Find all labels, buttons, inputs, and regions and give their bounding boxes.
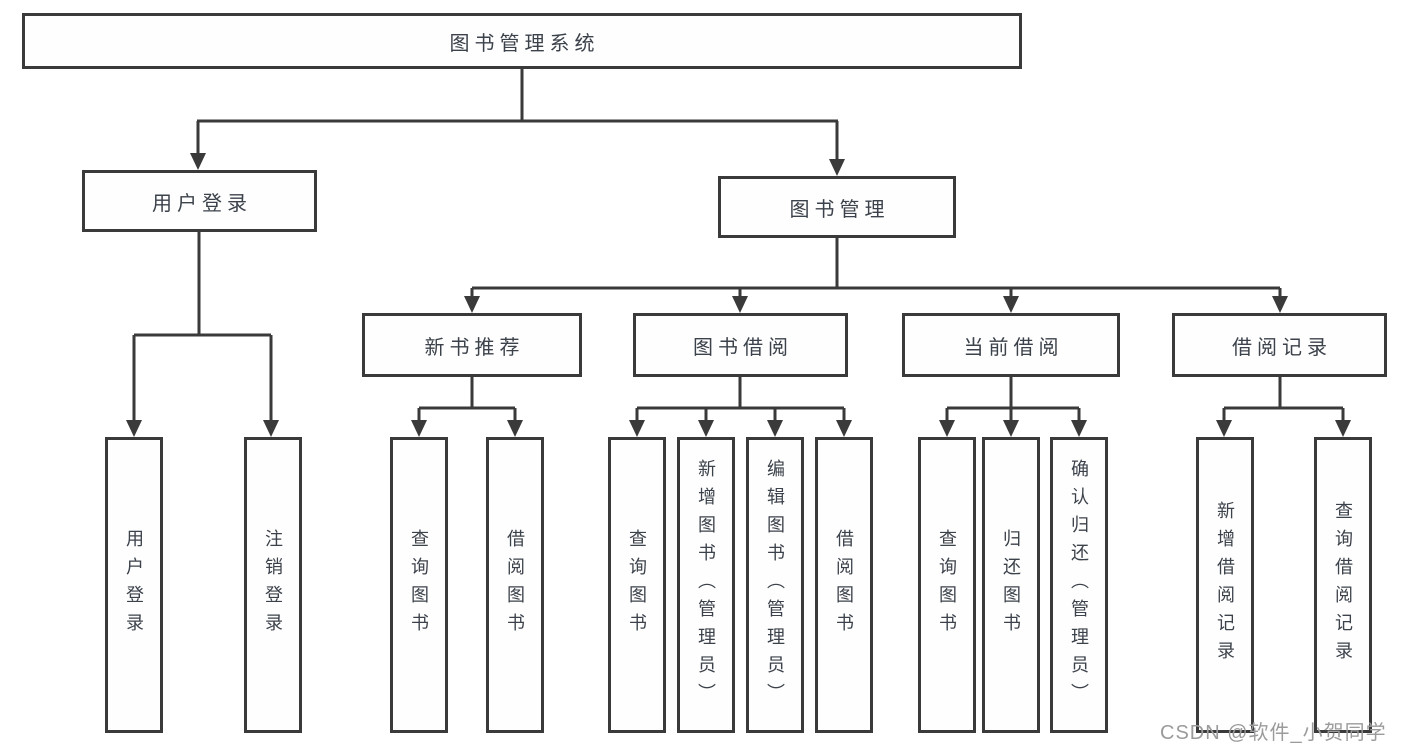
connector-book-borrow bbox=[635, 377, 846, 421]
node-root-label: 图书管理系统 bbox=[449, 32, 600, 55]
leaf-cb-confirm-return-admin-label: 确认归还（管理员） bbox=[1069, 459, 1089, 711]
node-book-borrow-label: 图书借阅 bbox=[693, 336, 793, 359]
leaf-bb-borrow-book-label: 借阅图书 bbox=[834, 529, 854, 641]
leaf-nb-query-book: 查询图书 bbox=[390, 437, 448, 733]
node-new-book-rec: 新书推荐 bbox=[362, 313, 582, 377]
connector-current-borrow bbox=[945, 377, 1081, 421]
leaf-cb-return-book-label: 归还图书 bbox=[1001, 529, 1021, 641]
arrowheads-new-book-children bbox=[411, 420, 523, 437]
arrowheads-user-login-children bbox=[126, 420, 279, 437]
leaf-bb-add-book-admin: 新增图书（管理员） bbox=[677, 437, 735, 733]
leaf-cb-confirm-return-admin: 确认归还（管理员） bbox=[1050, 437, 1108, 733]
connector-new-book bbox=[417, 377, 517, 421]
leaf-bb-borrow-book: 借阅图书 bbox=[815, 437, 873, 733]
node-user-login-label: 用户登录 bbox=[152, 192, 252, 215]
leaf-bb-add-book-admin-label: 新增图书（管理员） bbox=[696, 459, 716, 711]
leaf-br-query-record-label: 查询借阅记录 bbox=[1333, 501, 1353, 669]
arrowheads-current-borrow-children bbox=[939, 420, 1087, 437]
leaf-br-query-record: 查询借阅记录 bbox=[1314, 437, 1372, 733]
connector-book-mgmt bbox=[470, 238, 1282, 298]
leaf-br-add-record: 新增借阅记录 bbox=[1196, 437, 1254, 733]
leaf-bb-edit-book-admin-label: 编辑图书（管理员） bbox=[765, 459, 785, 711]
leaf-bb-edit-book-admin: 编辑图书（管理员） bbox=[746, 437, 804, 733]
leaf-nb-query-book-label: 查询图书 bbox=[409, 529, 429, 641]
leaf-cb-return-book: 归还图书 bbox=[982, 437, 1040, 733]
node-borrow-record: 借阅记录 bbox=[1172, 313, 1387, 377]
node-borrow-record-label: 借阅记录 bbox=[1232, 336, 1332, 359]
leaf-cb-query-book-label: 查询图书 bbox=[937, 529, 957, 641]
node-book-mgmt: 图书管理 bbox=[718, 176, 956, 238]
leaf-logout: 注销登录 bbox=[244, 437, 302, 733]
arrowheads-level3 bbox=[464, 296, 1288, 313]
leaf-user-login-label: 用户登录 bbox=[124, 529, 144, 641]
leaf-nb-borrow-book-label: 借阅图书 bbox=[505, 529, 525, 641]
node-new-book-rec-label: 新书推荐 bbox=[424, 336, 525, 359]
node-root: 图书管理系统 bbox=[22, 13, 1022, 69]
node-book-mgmt-label: 图书管理 bbox=[789, 198, 890, 221]
connector-root bbox=[196, 69, 839, 161]
node-current-borrow: 当前借阅 bbox=[902, 313, 1120, 377]
leaf-logout-label: 注销登录 bbox=[263, 529, 283, 641]
node-book-borrow: 图书借阅 bbox=[633, 313, 848, 377]
leaf-bb-query-book-label: 查询图书 bbox=[627, 529, 647, 641]
connector-user-login bbox=[132, 232, 273, 421]
leaf-bb-query-book: 查询图书 bbox=[608, 437, 666, 733]
arrowheads-book-borrow-children bbox=[629, 420, 852, 437]
csdn-watermark: CSDN @软件_小贺同学 bbox=[1160, 722, 1387, 744]
leaf-nb-borrow-book: 借阅图书 bbox=[486, 437, 544, 733]
arrowheads-borrow-record-children bbox=[1216, 420, 1351, 437]
leaf-user-login: 用户登录 bbox=[105, 437, 163, 733]
leaf-cb-query-book: 查询图书 bbox=[918, 437, 976, 733]
leaf-br-add-record-label: 新增借阅记录 bbox=[1215, 501, 1235, 669]
connector-borrow-record bbox=[1222, 377, 1345, 421]
node-user-login: 用户登录 bbox=[82, 170, 317, 232]
node-current-borrow-label: 当前借阅 bbox=[963, 336, 1064, 359]
